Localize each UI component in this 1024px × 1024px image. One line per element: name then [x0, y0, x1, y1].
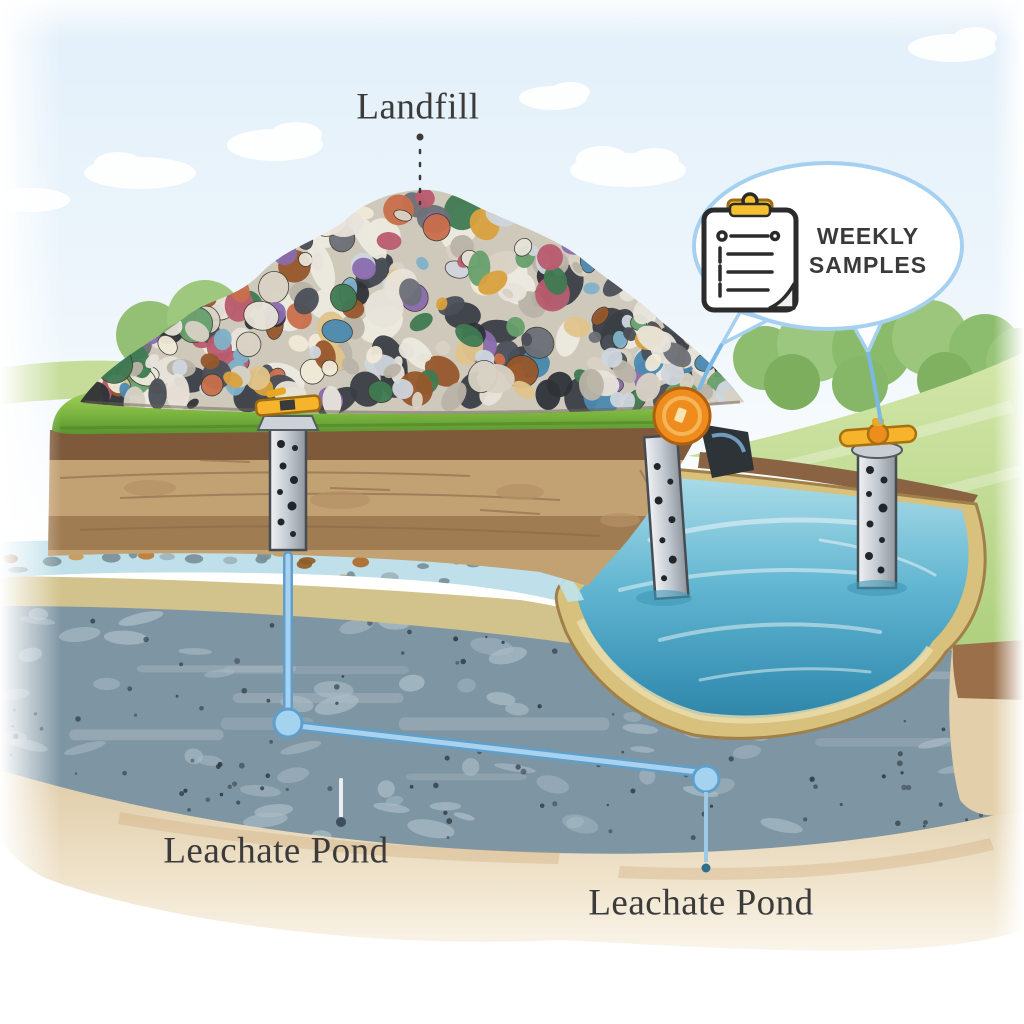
- weekly-samples-line1: WEEKLY: [816, 223, 920, 249]
- pipe-node-2: [691, 764, 721, 794]
- leachate-pond-label-center: Leachate Pond: [588, 882, 814, 924]
- weekly-samples-label: WEEKLY SAMPLES: [809, 222, 927, 280]
- soil-block-right: [952, 640, 1024, 700]
- weekly-samples-line2: SAMPLES: [808, 252, 928, 278]
- pipe-node-1: [272, 707, 304, 739]
- landfill-label: Landfill: [356, 86, 480, 128]
- well-splash: [847, 580, 907, 596]
- clipboard-icon: [701, 192, 799, 313]
- leachate-pond-label-left: Leachate Pond: [163, 830, 389, 872]
- well-splash: [636, 590, 692, 606]
